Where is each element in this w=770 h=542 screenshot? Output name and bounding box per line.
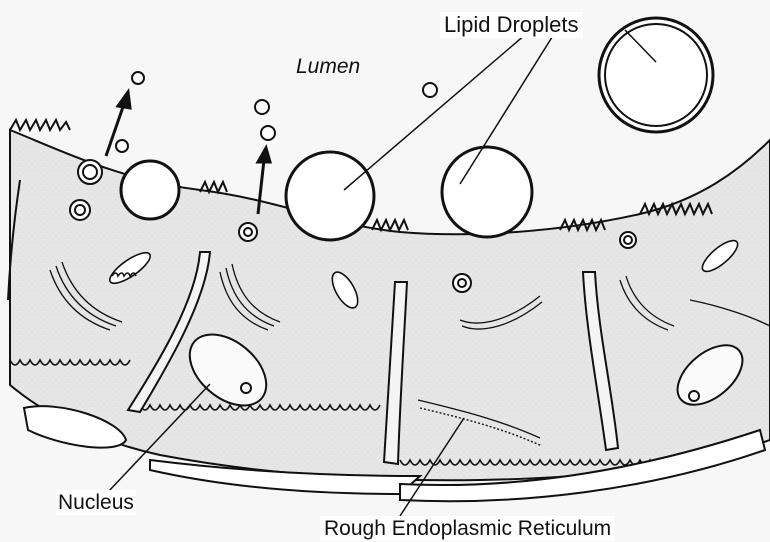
label-lipid-droplets: Lipid Droplets: [440, 12, 583, 38]
label-rough-er: Rough Endoplasmic Reticulum: [320, 516, 615, 541]
label-nucleus: Nucleus: [56, 490, 136, 515]
label-lumen: Lumen: [296, 56, 360, 77]
